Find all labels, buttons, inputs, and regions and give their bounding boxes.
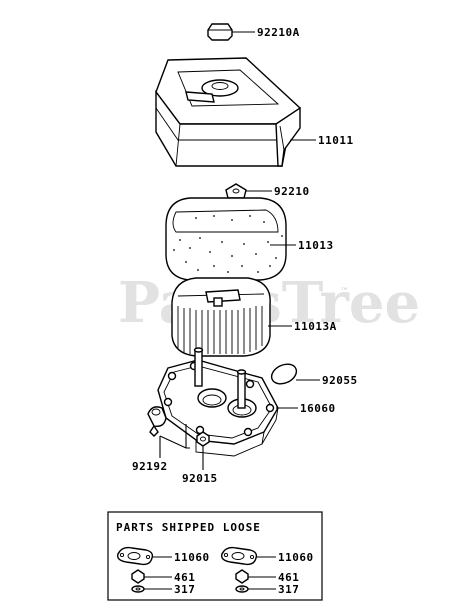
part-label-92015: 92015 xyxy=(182,472,218,485)
part-label-92192: 92192 xyxy=(132,460,168,473)
pre-cleaner-11013[interactable] xyxy=(165,197,296,281)
foam-texture xyxy=(173,215,283,273)
loose-right-nut-461[interactable] xyxy=(235,569,276,584)
loose-right-gasket-11060[interactable] xyxy=(220,546,276,566)
part-label-92210: 92210 xyxy=(274,185,310,198)
base-bolt-holes xyxy=(163,361,275,437)
parts-shipped-loose-title: PARTS SHIPPED LOOSE xyxy=(116,521,261,534)
air-filter-element-11013A[interactable] xyxy=(171,277,292,357)
nut-92015[interactable] xyxy=(196,431,210,470)
loose-right-nut-label: 461 xyxy=(278,571,299,584)
part-label-11013A: 11013A xyxy=(294,320,337,333)
loose-left-washer-317[interactable] xyxy=(131,585,172,593)
air-cleaner-base-16060[interactable] xyxy=(157,347,298,457)
loose-right-washer-317[interactable] xyxy=(235,585,276,593)
part-label-92055: 92055 xyxy=(322,374,358,387)
element-pleats xyxy=(177,306,263,354)
loose-right-washer-label: 317 xyxy=(278,583,299,596)
knob-92210A[interactable] xyxy=(207,23,255,41)
part-label-11013: 11013 xyxy=(298,239,334,252)
o-ring-92055[interactable] xyxy=(268,360,320,387)
part-label-16060: 16060 xyxy=(300,402,336,415)
loose-left-gasket-label: 11060 xyxy=(174,551,210,564)
watermark-trademark: ™ xyxy=(340,287,349,297)
loose-right-gasket-label: 11060 xyxy=(278,551,314,564)
breather-fitting-92192[interactable] xyxy=(147,406,190,458)
loose-left-nut-label: 461 xyxy=(174,571,195,584)
part-label-92210A: 92210A xyxy=(257,26,300,39)
wing-nut-92210[interactable] xyxy=(225,183,272,199)
air-cleaner-cover-11011[interactable] xyxy=(155,57,316,167)
loose-left-nut-461[interactable] xyxy=(131,569,172,584)
part-label-11011: 11011 xyxy=(318,134,354,147)
loose-left-washer-label: 317 xyxy=(174,583,195,596)
loose-left-gasket-11060[interactable] xyxy=(116,546,172,566)
